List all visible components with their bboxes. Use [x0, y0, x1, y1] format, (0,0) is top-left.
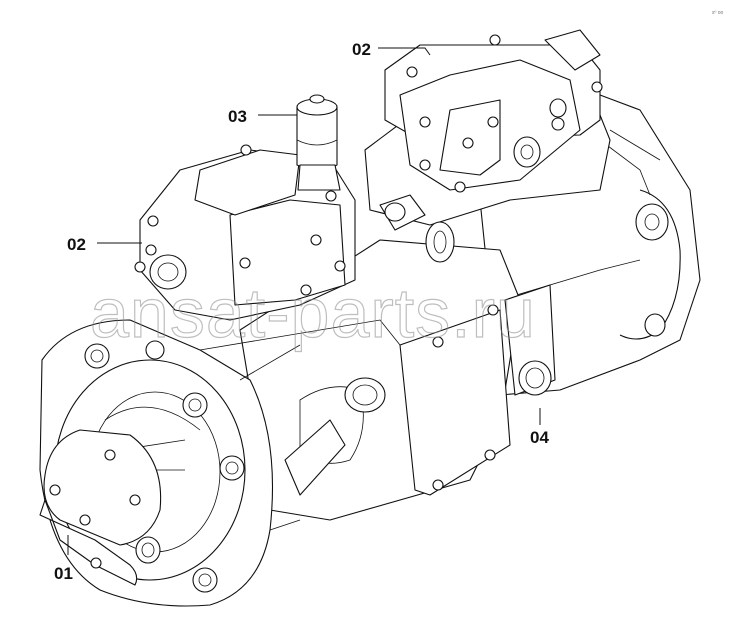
leader-lines: [67, 47, 541, 555]
gear-pump-01: [39, 429, 162, 586]
pump-cover-plate-04: [399, 284, 556, 496]
callout-02-top: 02: [352, 40, 371, 59]
pressure-gauge-fitting: [134, 254, 187, 290]
lifting-eye-bolt: [379, 194, 455, 263]
callout-02-left: 02: [67, 235, 86, 254]
corner-mark: sº oo: [712, 10, 723, 16]
callout-03: 03: [228, 107, 247, 126]
housing-outline: [199, 319, 401, 531]
regulator-valve-left: [134, 144, 356, 321]
watermark: ansat-parts.ru: [90, 274, 536, 352]
callout-04: 04: [530, 428, 549, 447]
regulator-valve-upper-right: [364, 29, 611, 226]
callout-01: 01: [54, 564, 73, 583]
solenoid-valve-03: [296, 94, 341, 191]
